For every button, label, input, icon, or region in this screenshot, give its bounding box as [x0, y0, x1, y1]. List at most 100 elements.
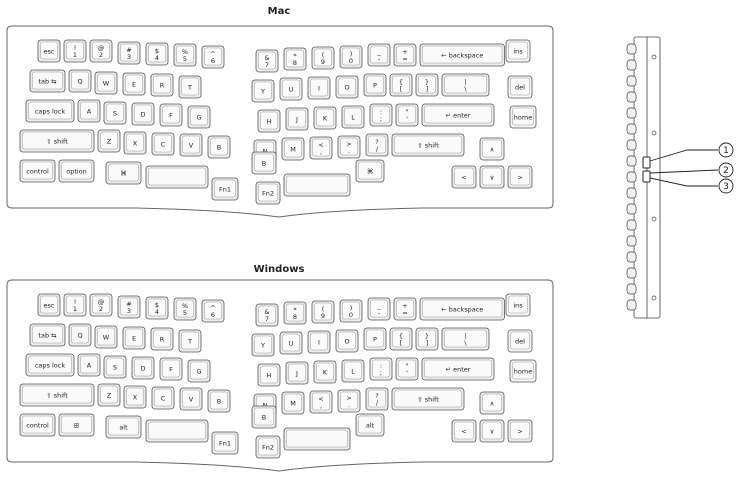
key-label: H: [267, 372, 272, 380]
key-label: >: [517, 174, 522, 182]
key-label: {[: [399, 78, 403, 93]
key-0: )0: [339, 299, 363, 323]
key-s: S: [103, 101, 127, 125]
key-a: A: [77, 99, 101, 123]
key-tab: tab ⇆: [29, 323, 66, 347]
key-label: X: [133, 394, 138, 402]
key-label: !1: [73, 44, 77, 59]
key-label: %5: [182, 302, 188, 317]
key-backspace: ← backspace: [419, 43, 505, 67]
key-l: L: [341, 105, 365, 129]
key-u: U: [279, 77, 303, 101]
side-keycap: [626, 299, 637, 311]
key-label: N: [263, 402, 268, 410]
key-label: ⇧ shift: [417, 142, 439, 150]
key-label: W: [103, 334, 110, 342]
key-home: home: [509, 359, 537, 383]
key-symbol: |\: [441, 73, 490, 97]
side-keycap: [626, 75, 637, 87]
mac-title: Mac: [268, 6, 291, 17]
key-symbol: "': [395, 103, 419, 127]
key-v: V: [179, 387, 203, 411]
key-label: L: [351, 368, 355, 376]
key-label: del: [515, 338, 525, 346]
key-r: R: [150, 73, 174, 97]
key-e: E: [122, 326, 146, 350]
key-3: #3: [117, 295, 141, 319]
key-symbol: _-: [367, 297, 391, 321]
key-del: del: [507, 329, 533, 353]
key-i: I: [307, 76, 331, 100]
key-w: W: [94, 71, 118, 95]
key-1: !1: [63, 39, 87, 63]
key-esc: esc: [37, 293, 61, 317]
key-m: M: [281, 137, 305, 161]
key-label: ∨: [490, 174, 495, 182]
key-label: ↵ enter: [446, 366, 471, 374]
key-b: B: [251, 151, 277, 175]
key-label: *8: [293, 306, 297, 321]
key-label: {[: [399, 332, 403, 347]
callout-2: [718, 162, 734, 178]
key-label: |\: [464, 332, 467, 347]
side-keycap: [626, 43, 637, 55]
key-symbol: :;: [369, 103, 393, 127]
key-label: esc: [44, 302, 55, 310]
key-label: M: [290, 146, 296, 154]
key-caps-lock: caps lock: [25, 99, 75, 123]
key-label: S: [113, 364, 117, 372]
key-label: H: [267, 118, 272, 126]
callout-1: [718, 142, 734, 158]
key-symbol: +=: [393, 297, 417, 321]
key-symbol: :;: [369, 357, 393, 381]
key-t: T: [178, 329, 202, 353]
side-view: 1 2 3: [626, 36, 734, 319]
key-symbol: ⊞: [58, 413, 95, 437]
key-symbol: <: [451, 419, 477, 443]
key-label: Fn2: [262, 444, 274, 452]
key-label: I: [318, 339, 320, 347]
key-j: J: [285, 361, 309, 385]
key-ins: ins: [505, 293, 531, 317]
key-label: >.: [346, 394, 351, 409]
key-label: home: [514, 368, 532, 376]
key-9: (9: [311, 300, 335, 324]
key-symbol: _-: [367, 43, 391, 67]
key-label: C: [161, 141, 166, 149]
key-enter: ↵ enter: [421, 103, 495, 127]
side-keycap: [626, 283, 637, 295]
key-label: U: [289, 340, 294, 348]
key-r: R: [150, 327, 174, 351]
key-label: K: [323, 369, 328, 377]
key-label: ⌘: [120, 170, 127, 178]
side-keycap: [626, 107, 637, 119]
key-label: &7: [264, 308, 269, 323]
key-5: %5: [173, 43, 197, 67]
key-label: ^6: [210, 50, 215, 65]
key-symbol: {[: [389, 327, 413, 351]
key-label: )0: [349, 304, 353, 319]
key-label: D: [140, 365, 145, 373]
key-f: F: [159, 103, 183, 127]
windows-title: Windows: [254, 264, 305, 275]
key-label: U: [289, 86, 294, 94]
key-label: ← backspace: [441, 52, 483, 60]
key-label: ins: [513, 302, 523, 310]
key-label: caps lock: [35, 362, 65, 370]
key-9: (9: [311, 46, 335, 70]
key-label: "': [406, 108, 409, 123]
key-symbol: >: [507, 419, 533, 443]
key-o: O: [335, 75, 359, 99]
key-label: :;: [380, 108, 382, 123]
key-0: )0: [339, 45, 363, 69]
key-symbol: "': [395, 357, 419, 381]
key-label: ⇧ shift: [46, 392, 68, 400]
key-label: I: [318, 85, 320, 93]
key-q: Q: [68, 69, 92, 93]
key-z: Z: [97, 129, 121, 153]
side-switch-1: [642, 156, 651, 169]
key-label: E: [132, 335, 136, 343]
key-label: &7: [264, 54, 269, 69]
